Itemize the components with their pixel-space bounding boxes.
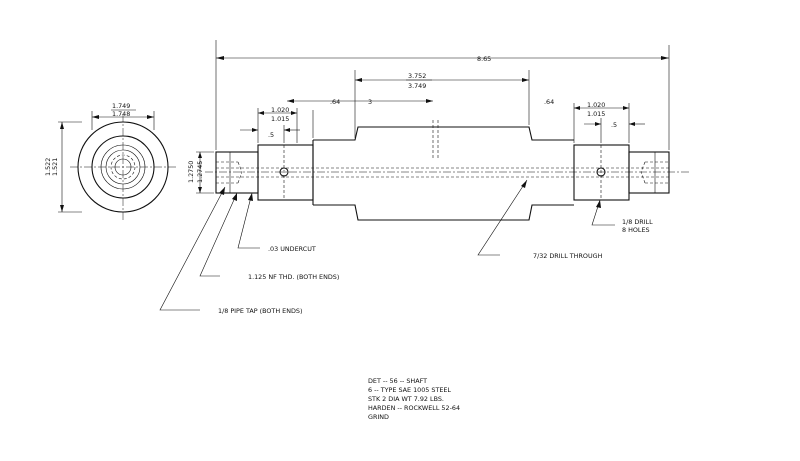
note-line: STK 2 DIA WT 7.92 LBS.	[368, 395, 444, 403]
dim-step-right: .64	[544, 98, 554, 106]
note-line: GRIND	[368, 413, 389, 421]
dim-end-dia-upper: 1.749	[112, 102, 130, 110]
dim-three: 3	[368, 98, 372, 106]
material-notes: DET -- 56 -- SHAFT 6 -- TYPE SAE 1005 ST…	[368, 377, 460, 421]
dim-center-len-lower: 3.749	[408, 82, 426, 90]
dim-thread-dia-upper: 1.2750	[187, 161, 195, 183]
note-line: HARDEN -- ROCKWELL 52-64	[368, 404, 460, 412]
callout-drill-line2: 8 HOLES	[622, 226, 650, 234]
dim-end-dia-lower: 1.748	[112, 110, 130, 118]
dim-left-len-upper: 1.020	[271, 106, 289, 114]
dim-thread-dia-lower: 1.2745	[196, 161, 204, 183]
callout-drill-through: 7/32 DRILL THROUGH	[533, 252, 603, 260]
callout-drill-line1: 1/8 DRILL	[622, 218, 653, 226]
leader-lines	[159, 179, 615, 311]
dim-bore-lower: 1.521	[51, 158, 59, 176]
note-line: 6 -- TYPE SAE 1005 STEEL	[368, 386, 451, 394]
callout-undercut: .03 UNDERCUT	[268, 245, 316, 253]
callout-pipe-tap: 1/8 PIPE TAP (BOTH ENDS)	[218, 307, 302, 315]
end-view	[58, 111, 176, 220]
dim-center-len-upper: 3.752	[408, 72, 426, 80]
dim-overall-length: 8.65	[477, 55, 491, 63]
dim-right-len-upper: 1.020	[587, 101, 605, 109]
dim-left-len-lower: 1.015	[271, 115, 289, 123]
dim-right-half: .5	[611, 121, 617, 129]
shaft-side-view	[205, 120, 690, 221]
dim-bore-upper: 1.522	[44, 158, 52, 176]
dim-left-half: .5	[268, 131, 274, 139]
dimension-lines	[196, 40, 670, 194]
callout-thread: 1.125 NF THD. (BOTH ENDS)	[248, 273, 339, 281]
dim-step-left: .64	[330, 98, 340, 106]
dim-right-len-lower: 1.015	[587, 110, 605, 118]
note-line: DET -- 56 -- SHAFT	[368, 377, 427, 385]
